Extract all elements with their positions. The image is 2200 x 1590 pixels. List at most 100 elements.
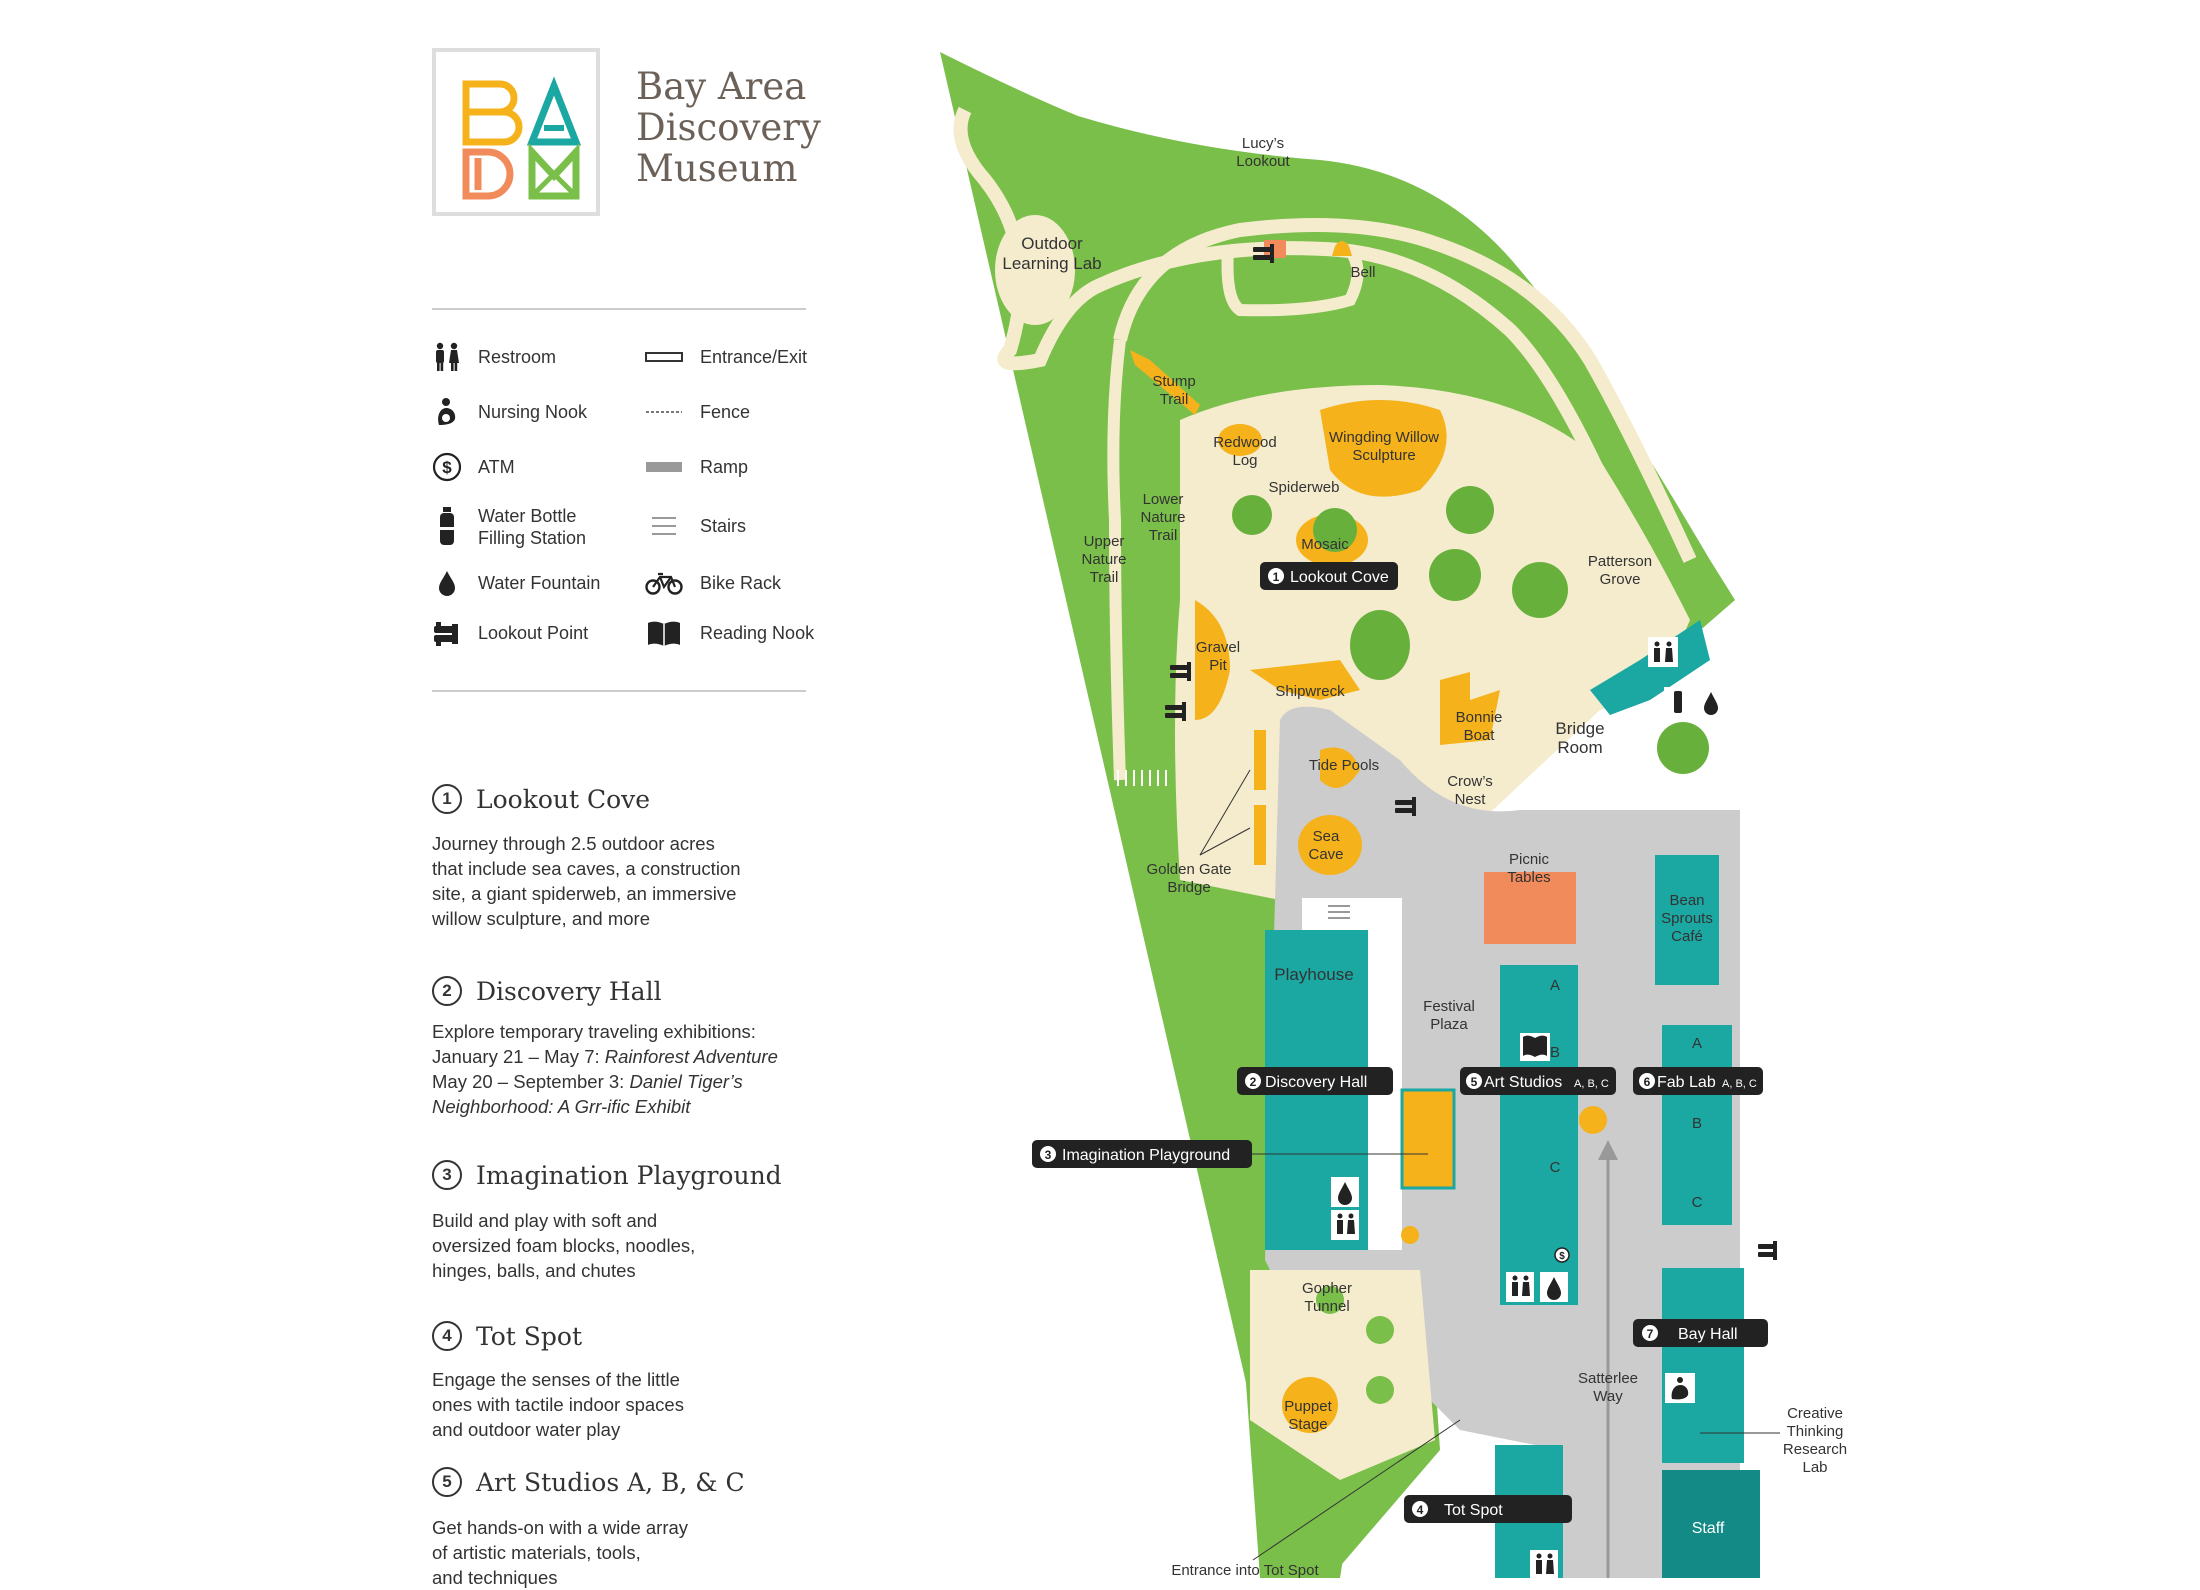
leader-line bbox=[1199, 827, 1251, 856]
tag-lookout-cove[interactable]: 1 Lookout Cove bbox=[1260, 562, 1398, 590]
legend-water-fountain: Water Fountain bbox=[432, 568, 600, 598]
svg-text:Bay Hall: Bay Hall bbox=[1678, 1326, 1738, 1343]
outdoor-trail bbox=[953, 106, 1627, 523]
fence-icon bbox=[644, 397, 684, 427]
water-bottle-icon bbox=[432, 505, 462, 547]
museum-title: Bay Area Discovery Museum bbox=[636, 65, 821, 190]
imagination-playground-area bbox=[1400, 1088, 1456, 1190]
restroom-icon bbox=[1530, 1550, 1558, 1578]
svg-text:4: 4 bbox=[1417, 1503, 1424, 1517]
tree bbox=[1366, 1316, 1394, 1344]
map-label-studio-b: B bbox=[1550, 1044, 1560, 1061]
map-label-fablab-a: A bbox=[1692, 1035, 1702, 1052]
svg-text:Imagination Playground: Imagination Playground bbox=[1062, 1147, 1230, 1164]
section-lookout-cove-heading: 1 Lookout Cove bbox=[432, 784, 650, 814]
lookout-point-icon bbox=[432, 618, 462, 648]
map-label-fablab-b: B bbox=[1692, 1115, 1702, 1132]
playhouse-roof bbox=[1302, 898, 1402, 930]
reading-nook-icon bbox=[1520, 1033, 1550, 1061]
divider bbox=[432, 308, 806, 310]
svg-text:Lookout Cove: Lookout Cove bbox=[1290, 569, 1389, 586]
map-label-staff: Staff bbox=[1692, 1520, 1725, 1537]
tree bbox=[1232, 495, 1272, 535]
staff-building bbox=[1662, 1470, 1760, 1578]
section-discovery-hall-desc: Explore temporary traveling exhibitions:… bbox=[432, 1021, 778, 1117]
tag-bay-hall[interactable]: 7 Bay Hall bbox=[1633, 1319, 1768, 1347]
sea-cave-feature bbox=[1298, 815, 1362, 875]
lookout-point-icon bbox=[1170, 662, 1191, 681]
tag-imagination-playground[interactable]: 3 Imagination Playground bbox=[1032, 1140, 1428, 1168]
leader-line bbox=[1199, 769, 1251, 856]
museum-logo bbox=[432, 48, 600, 216]
divider bbox=[432, 690, 806, 692]
stairs-icon bbox=[644, 511, 684, 541]
map-label-tide-pools: Tide Pools bbox=[1309, 757, 1379, 774]
legend-entrance-exit: Entrance/Exit bbox=[644, 342, 807, 372]
tree bbox=[1446, 486, 1494, 534]
lookout-loop bbox=[1221, 246, 1364, 317]
svg-text:7: 7 bbox=[1647, 1327, 1654, 1341]
legend-atm: $ ATM bbox=[432, 452, 515, 482]
section-tot-spot-desc: Engage the senses of the little ones wit… bbox=[432, 1369, 684, 1440]
legend-ramp: Ramp bbox=[644, 452, 748, 482]
logo-mark-icon bbox=[462, 76, 582, 200]
map-label-spiderweb: Spiderweb bbox=[1269, 479, 1340, 496]
svg-text:A, B, C: A, B, C bbox=[1574, 1078, 1609, 1090]
svg-text:5: 5 bbox=[1471, 1075, 1478, 1089]
wingding-willow-feature bbox=[1320, 400, 1447, 497]
stump-trail-feature bbox=[1130, 350, 1200, 415]
water-fountain-icon bbox=[1540, 1272, 1568, 1302]
tag-art-studios[interactable]: 5 Art Studios A, B, C bbox=[1460, 1067, 1616, 1095]
outer-loop-trail bbox=[1113, 218, 1697, 563]
svg-text:Fab Lab: Fab Lab bbox=[1657, 1074, 1716, 1091]
entrance-exit-icon bbox=[644, 342, 684, 372]
section-imagination-playground-heading: 3 Imagination Playground bbox=[432, 1160, 782, 1190]
ramp-icon bbox=[644, 452, 684, 482]
tree bbox=[1366, 1376, 1394, 1404]
svg-text:Discovery Hall: Discovery Hall bbox=[1265, 1074, 1367, 1091]
svg-text:1: 1 bbox=[1273, 570, 1280, 584]
lucys-lookout-tower bbox=[1264, 240, 1286, 258]
fab-lab-building bbox=[1662, 1025, 1732, 1225]
nursing-nook-icon bbox=[432, 397, 462, 427]
tree bbox=[1657, 722, 1709, 774]
lookout-point-icon bbox=[1165, 702, 1186, 721]
map-label-bell: Bell bbox=[1350, 264, 1375, 281]
stairs-icon bbox=[1117, 770, 1167, 786]
atm-icon: $ bbox=[432, 452, 462, 482]
nursing-nook-icon bbox=[1665, 1373, 1695, 1403]
tide-pools-feature bbox=[1320, 747, 1360, 788]
svg-text:3: 3 bbox=[1045, 1148, 1052, 1162]
tag-tot-spot[interactable]: 4 Tot Spot bbox=[1404, 1495, 1572, 1523]
legend-restroom: Restroom bbox=[432, 342, 556, 372]
section-art-studios-heading: 5 Art Studios A, B, & C bbox=[432, 1467, 745, 1497]
gravel-pit-feature bbox=[1195, 600, 1230, 720]
section-imagination-playground-desc: Build and play with soft and oversized f… bbox=[432, 1210, 696, 1281]
svg-text:$: $ bbox=[442, 458, 452, 477]
tag-discovery-hall[interactable]: 2 Discovery Hall bbox=[1237, 1067, 1393, 1095]
bridge-room-building bbox=[1590, 620, 1710, 715]
map-label-studio-c: C bbox=[1550, 1159, 1561, 1176]
svg-text:Art Studios: Art Studios bbox=[1484, 1074, 1562, 1091]
puppet-stage-feature bbox=[1282, 1377, 1338, 1433]
map-label-playhouse: Playhouse bbox=[1274, 965, 1353, 984]
svg-text:A, B, C: A, B, C bbox=[1722, 1078, 1757, 1090]
restroom-icon bbox=[1648, 637, 1678, 667]
tag-fab-lab[interactable]: 6 Fab Lab A, B, C bbox=[1633, 1067, 1763, 1095]
plaza-dot bbox=[1401, 1226, 1419, 1244]
info-panel: Bay Area Discovery Museum Restroom Entra… bbox=[0, 0, 900, 1588]
